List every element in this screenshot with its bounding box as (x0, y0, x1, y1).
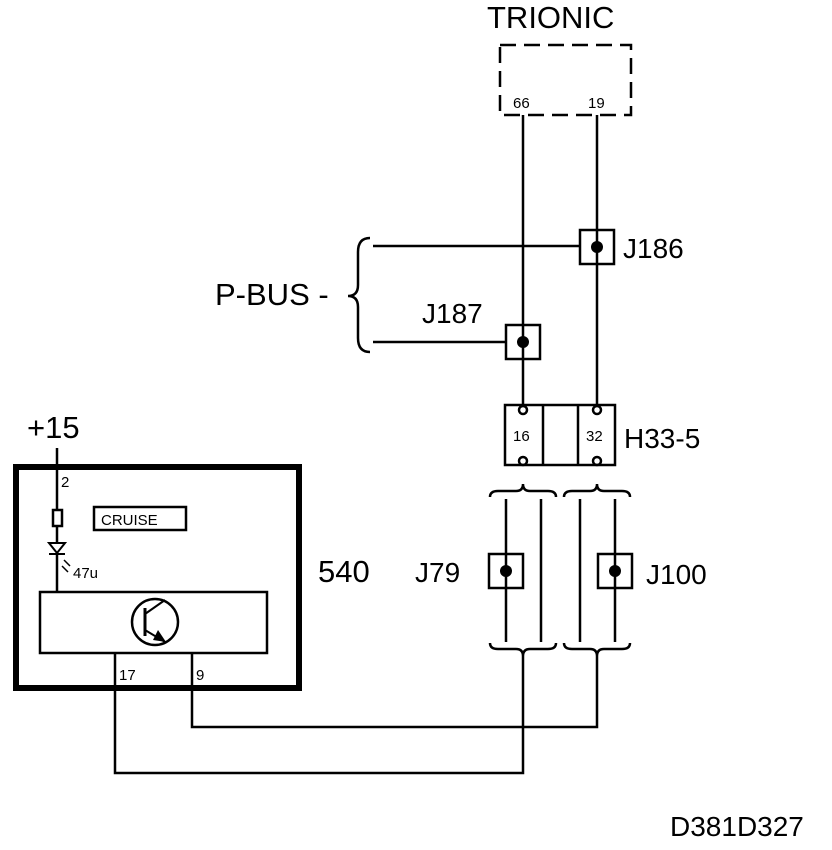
wire-pin-17 (113, 656, 525, 775)
connector-pin-32: 32 (586, 428, 603, 445)
splice-j186-label: J186 (623, 233, 684, 264)
supply-pin: 2 (61, 474, 69, 491)
brace-right-bottom (562, 642, 632, 657)
module-pin-9: 9 (196, 667, 204, 684)
pbus-brace (347, 236, 371, 354)
splice-j187-label: J187 (422, 298, 483, 329)
led-code: 47u (73, 565, 98, 582)
cruise-label-box (92, 505, 188, 532)
supply-label: +15 (27, 410, 80, 445)
pbus-label: P-BUS - (215, 277, 329, 312)
splice-j79 (487, 552, 525, 590)
trionic-box (498, 43, 633, 117)
transistor-block (38, 590, 269, 655)
resistor-icon (51, 508, 64, 528)
splice-j100 (596, 552, 634, 590)
splice-j100-label: J100 (646, 559, 707, 590)
brace-right-top (562, 483, 632, 498)
cruise-label: CRUISE (101, 512, 158, 529)
module-540-box (13, 464, 302, 691)
brace-left-top (488, 483, 558, 498)
module-number: 540 (318, 554, 370, 589)
drawing-id: D381D327 (670, 811, 804, 842)
connector-pin-16: 16 (513, 428, 530, 445)
trionic-pin-66: 66 (513, 95, 530, 112)
wire-pin-9 (190, 656, 599, 729)
trionic-pin-19: 19 (588, 95, 605, 112)
splice-j186 (578, 228, 616, 266)
trionic-title: TRIONIC (487, 0, 614, 35)
brace-left-bottom (488, 642, 558, 657)
connector-label: H33-5 (624, 423, 700, 454)
led-icon (46, 542, 71, 573)
module-pin-17: 17 (119, 667, 136, 684)
connector-h33-5 (503, 403, 617, 467)
splice-j79-label: J79 (415, 557, 460, 588)
splice-j187 (504, 323, 542, 361)
transistor-icon (130, 597, 180, 647)
